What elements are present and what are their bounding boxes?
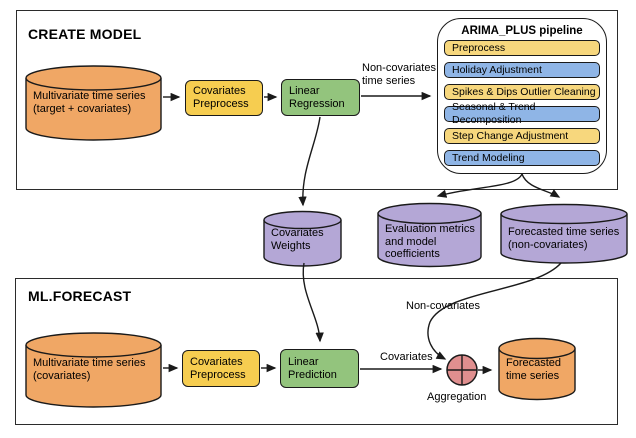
cylinder-label: Multivariate time series (covariates): [33, 357, 146, 382]
cylinder-label: Evaluation metrics and model coefficient…: [385, 223, 475, 260]
noncovariates-edge-label: Non-covariates: [406, 300, 480, 312]
aggregation-label: Aggregation: [427, 391, 487, 403]
cylinder-shape: [377, 202, 482, 268]
ml-forecast-title: ML.FORECAST: [28, 288, 132, 304]
cylinder-multivariate-covariates: Multivariate time series (covariates): [25, 332, 162, 408]
cylinder-label: Covariates Weights: [271, 227, 324, 252]
cylinder-shape: [25, 65, 162, 141]
cylinder-label: Forecasted time series (non-covariates): [508, 226, 620, 251]
arima-plus-pipeline: ARIMA_PLUS pipeline Preprocess Holiday A…: [437, 18, 607, 174]
covariates-preprocess-box-create: Covariates Preprocess: [185, 80, 263, 116]
cylinder-forecast-noncovariates: Forecasted time series (non-covariates): [500, 203, 628, 264]
covariates-edge-label: Covariates: [380, 351, 433, 363]
pipeline-step-holiday-adjustment: Holiday Adjustment: [444, 62, 600, 78]
cylinder-covariates-weights: Covariates Weights: [263, 210, 342, 267]
cylinder-forecasted-time-series: Forecasted time series: [498, 337, 576, 401]
linear-regression-box: Linear Regression: [281, 79, 360, 116]
cylinder-evaluation-metrics: Evaluation metrics and model coefficient…: [377, 202, 482, 268]
linear-prediction-box: Linear Prediction: [280, 349, 359, 388]
cylinder-label: Forecasted time series: [506, 357, 562, 382]
cylinder-shape: [500, 203, 628, 264]
pipeline-step-step-change: Step Change Adjustment: [444, 128, 600, 144]
pipeline-step-preprocess: Preprocess: [444, 40, 600, 56]
cylinder-shape: [25, 332, 162, 408]
cylinder-shape: [263, 210, 342, 267]
pipeline-title: ARIMA_PLUS pipeline: [461, 25, 583, 37]
create-model-title: CREATE MODEL: [28, 26, 142, 42]
pipeline-step-spikes-dips: Spikes & Dips Outlier Cleaning: [444, 84, 600, 100]
cylinder-label: Multivariate time series (target + covar…: [33, 90, 146, 115]
pipeline-step-seasonal-trend: Seasonal & Trend Decomposition: [444, 101, 600, 126]
covariates-preprocess-box-forecast: Covariates Preprocess: [182, 350, 260, 387]
noncovariates-time-series-label: Non-covariates time series: [362, 62, 436, 87]
cylinder-multivariate-target-covariates: Multivariate time series (target + covar…: [25, 65, 162, 141]
pipeline-step-trend-modeling: Trend Modeling: [444, 150, 600, 166]
